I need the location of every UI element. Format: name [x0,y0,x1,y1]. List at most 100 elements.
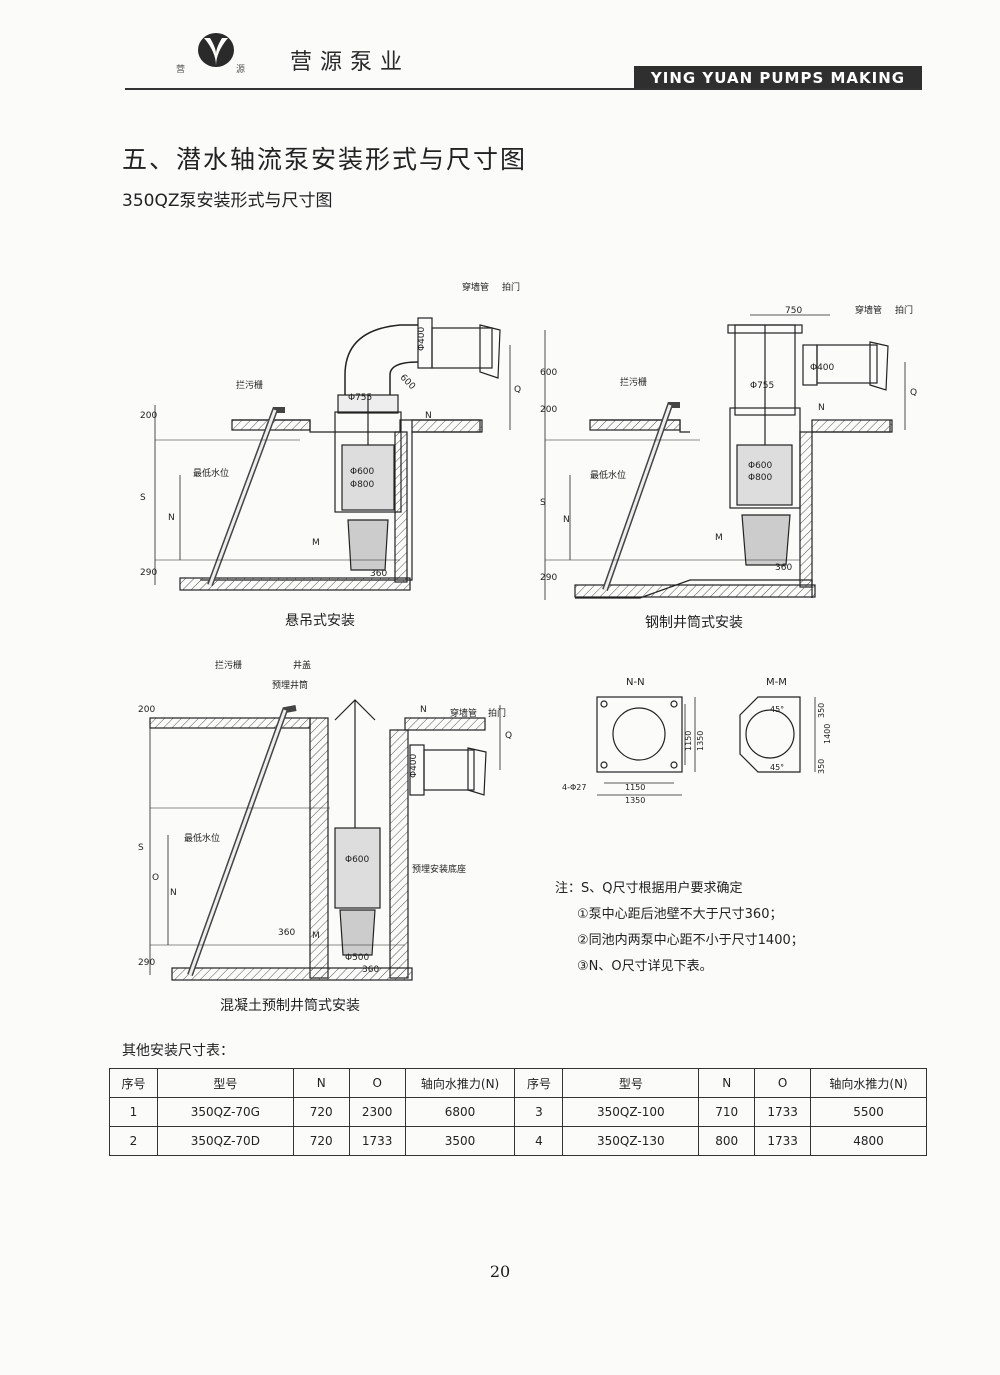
fig3-label-d400: Φ400 [409,753,419,778]
section-mm-350a: 350 [817,703,826,718]
section-mm-angle2: 45° [770,763,784,772]
table-row: 2 350QZ-70D 720 1733 3500 4 350QZ-130 80… [109,1126,927,1156]
fig3-label-d600: Φ600 [345,855,370,865]
section-mm-1400: 1400 [823,724,832,744]
fig3-label-N-section: N [420,705,427,715]
fig1-label-M: M [312,538,320,548]
table-cell: 800 [698,1126,756,1156]
fig2-label-trash-rack: 拦污栅 [620,376,647,388]
fig3-label-360a: 360 [278,928,295,938]
fig2-label-d400: Φ400 [810,363,835,373]
fig2-label-M: M [715,533,723,543]
table-cell: 350QZ-130 [562,1126,700,1156]
logo-char-right: 源 [236,65,246,75]
section-mm-350b: 350 [817,759,826,774]
section-nn-d1: 1150 [625,783,645,792]
fig3-label-M: M [312,931,320,941]
table-cell: 1733 [348,1126,406,1156]
fig3-caption: 混凝土预制井筒式安装 [220,998,360,1014]
fig1-label-d800: Φ800 [350,480,375,490]
header-cell: O [754,1068,812,1098]
dimension-table: 序号 型号 N O 轴向水推力(N) 序号 型号 N O 轴向水推力(N) 1 … [109,1068,927,1156]
fig1-label-wall-pipe: 穿墙管 [462,281,489,293]
fig3-label-embedded-tube: 预埋井筒 [272,679,308,691]
fig2-label-d800: Φ800 [748,473,773,483]
company-logo [198,33,234,67]
section-nn-d2: 1350 [625,796,645,805]
section-nn-v2: 1350 [696,731,705,751]
header-cell: N [698,1068,756,1098]
notes-title: 注：S、Q尺寸根据用户要求确定 [555,881,743,896]
logo-char-left: 营 [176,65,186,75]
fig3-label-low-water: 最低水位 [184,832,220,844]
table-cell: 2300 [348,1097,406,1127]
table-cell: 350QZ-70D [156,1126,294,1156]
fig3-label-360b: 360 [362,965,379,975]
fig2-label-Q: Q [910,388,917,398]
section-nn-bolts: 4-Φ27 [562,783,586,792]
fig2-label-750: 750 [785,306,802,316]
brand-banner: YING YUAN PUMPS MAKING [634,66,922,90]
fig2-label-flap-gate: 拍门 [895,304,913,316]
section-nn-title: N-N [626,677,645,688]
fig2-label-N: N [563,515,570,525]
note-item: ②同池内两泵中心距不小于尺寸1400； [577,933,804,948]
fig1-label-r600: 600 [398,373,417,392]
section-nn-v1: 1150 [684,731,693,751]
fig2-label-d600: Φ600 [748,461,773,471]
section-mm-title: M-M [766,677,787,688]
fig2-label-290: 290 [540,573,557,583]
header-cell: 序号 [514,1068,564,1098]
table-caption: 其他安装尺寸表： [122,1043,234,1059]
table-cell: 350QZ-70G [156,1097,294,1127]
fig1-label-200: 200 [140,411,157,421]
fig2-label-200: 200 [540,405,557,415]
fig3-label-Q: Q [505,731,512,741]
fig1-label-290: 290 [140,568,157,578]
fig1-label-d400: Φ400 [417,326,427,351]
header-cell: 型号 [156,1068,294,1098]
page-number: 20 [489,1262,511,1281]
company-name: 营源泵业 [290,50,411,75]
table-cell: 720 [292,1097,350,1127]
fig2-drawing [544,314,906,600]
header-cell: 型号 [562,1068,700,1098]
fig3-label-trash-rack: 拦污栅 [215,659,242,671]
table-cell: 1 [109,1097,158,1127]
fig1-caption: 悬吊式安装 [285,613,355,629]
fig2-label-N-section: N [818,403,825,413]
fig2-label-S: S [540,498,546,508]
fig3-drawing [149,699,501,981]
table-row: 1 350QZ-70G 720 2300 6800 3 350QZ-100 71… [109,1097,927,1127]
header-cell: 轴向水推力(N) [404,1068,516,1098]
fig2-label-d755: Φ755 [750,381,774,391]
header-rule [125,88,921,90]
fig3-label-cover: 井盖 [293,659,311,671]
table-cell: 720 [292,1126,350,1156]
section-mm-drawing [739,696,816,773]
fig2-label-600: 600 [540,368,557,378]
fig1-label-flap-gate: 拍门 [502,281,520,293]
header-cell: 轴向水推力(N) [810,1068,927,1098]
section-mm-angle1: 45° [770,705,784,714]
table-header-row: 序号 型号 N O 轴向水推力(N) 序号 型号 N O 轴向水推力(N) [109,1068,927,1098]
fig1-label-d600: Φ600 [350,467,375,477]
section-nn-drawing [596,696,696,796]
table-cell: 3 [514,1097,564,1127]
table-cell: 710 [698,1097,756,1127]
fig1-drawing [154,317,511,591]
note-item: ③N、O尺寸详见下表。 [577,959,713,974]
fig2-label-360: 360 [775,563,792,573]
header-cell: N [292,1068,350,1098]
fig1-label-trash-rack: 拦污栅 [236,379,263,391]
fig3-label-200: 200 [138,705,155,715]
installation-drawings: 穿墙管 拍门 拦污栅 最低水位 Φ400 600 Φ755 Φ600 Φ800 … [138,281,917,981]
fig1-label-Q: Q [514,385,521,395]
fig1-label-360: 360 [370,569,387,579]
note-item: ①泵中心距后池壁不大于尺寸360； [577,907,783,922]
fig3-label-S: S [138,843,144,853]
fig1-label-S: S [140,493,146,503]
fig2-label-wall-pipe: 穿墙管 [855,304,882,316]
fig1-label-N-section: N [425,411,432,421]
fig3-label-flap-gate: 拍门 [488,707,506,719]
